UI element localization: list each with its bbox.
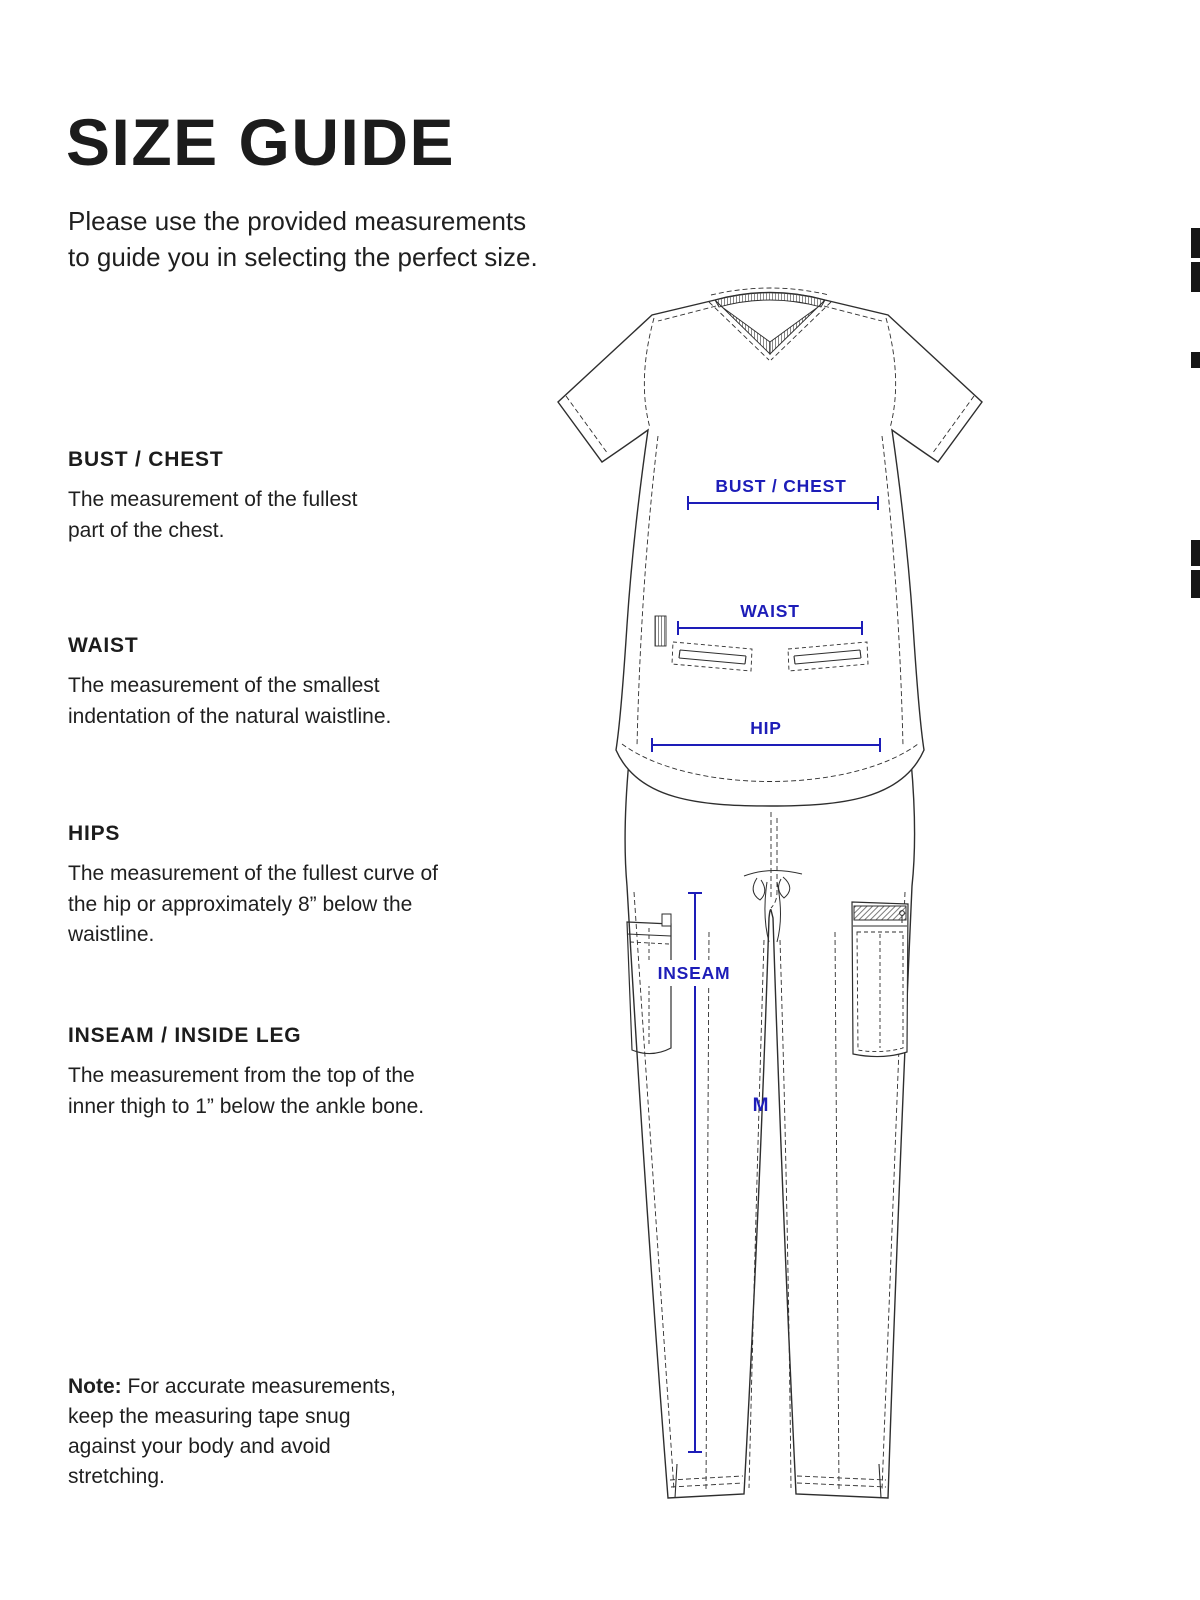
section-bust-chest: BUST / CHEST The measurement of the full… [68, 448, 380, 546]
scrubs-technical-sketch: BUST / CHEST WAIST HIP INSEAM M [557, 287, 983, 1499]
waist-label: WAIST [740, 601, 799, 621]
edge-artifact [1191, 570, 1200, 598]
scrub-pants-outline [624, 749, 916, 1499]
cargo-pocket-right [851, 901, 909, 1058]
scrub-top-outline [557, 287, 983, 807]
edge-artifact [1191, 228, 1200, 258]
top-stitching [565, 287, 975, 782]
waist-dimension-line [677, 621, 863, 635]
size-diagram: BUST / CHEST WAIST HIP INSEAM M [540, 280, 1000, 1520]
size-marker-label: M [753, 1095, 770, 1116]
edge-artifact [1191, 352, 1200, 368]
note-label: Note: [68, 1375, 122, 1398]
section-body-bust: The measurement of the fullest part of t… [68, 488, 358, 542]
cargo-pocket-left [626, 913, 672, 1055]
measurement-annotations: BUST / CHEST WAIST HIP INSEAM M [648, 476, 881, 1453]
hem-slits [674, 1463, 882, 1499]
edge-artifact [1191, 262, 1200, 292]
hip-label: HIP [750, 718, 782, 738]
section-waist: WAIST The measurement of the smallest in… [68, 634, 398, 732]
section-body-hips: The measurement of the fullest curve of … [68, 862, 439, 947]
note: Note: For accurate measurements, keep th… [68, 1372, 420, 1492]
section-hips: HIPS The measurement of the fullest curv… [68, 822, 460, 951]
section-inseam: INSEAM / INSIDE LEG The measurement from… [68, 1024, 440, 1122]
section-heading-hips: HIPS [68, 822, 121, 845]
bust-label: BUST / CHEST [715, 476, 846, 496]
vneck-collar [714, 292, 826, 356]
note-body: For accurate measurements, keep the meas… [68, 1375, 396, 1489]
section-heading-bust: BUST / CHEST [68, 448, 224, 471]
page-title: SIZE GUIDE [66, 105, 456, 180]
inseam-label-bg [648, 960, 740, 986]
hip-dimension-line [651, 738, 881, 752]
inseam-label: INSEAM [658, 963, 731, 983]
intro-text: Please use the provided measurements to … [68, 206, 538, 272]
edge-artifact [1191, 540, 1200, 566]
drawstring [743, 870, 803, 943]
welt-pocket-left [671, 641, 753, 672]
inseam-dimension-line [688, 892, 702, 1453]
section-body-inseam: The measurement from the top of the inne… [68, 1064, 425, 1118]
welt-pocket-right [787, 641, 869, 672]
section-body-waist: The measurement of the smallest indentat… [68, 674, 392, 728]
section-heading-inseam: INSEAM / INSIDE LEG [68, 1024, 302, 1047]
section-heading-waist: WAIST [68, 634, 139, 657]
side-tab-detail [654, 615, 667, 647]
bust-dimension-line [687, 496, 879, 510]
